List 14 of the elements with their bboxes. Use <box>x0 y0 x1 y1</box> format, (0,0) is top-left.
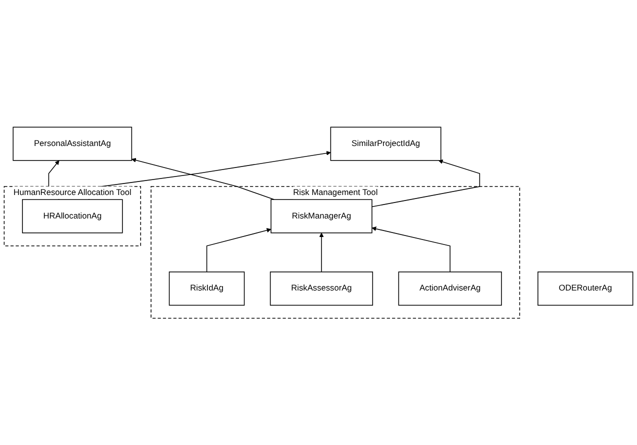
arrow <box>372 159 480 207</box>
diagram: HRAllocationAg ODERouterAg PersonalAssistantAg SimilarProjectIdAg RiskManagerAg RiskIdAg RiskAssessorAg ActionAdviserAg HumanResource Allocation Tool Risk Management Tool <box>0 122 637 322</box>
node-box <box>398 271 502 306</box>
node-box <box>22 198 123 234</box>
node-box <box>330 126 442 161</box>
node-box <box>538 271 634 306</box>
node-box <box>270 271 374 306</box>
node-box <box>270 198 372 234</box>
arrow <box>372 226 450 272</box>
arrow <box>206 228 272 272</box>
node-box <box>168 271 245 306</box>
arrow <box>131 158 274 200</box>
arrow <box>319 232 324 272</box>
node-box <box>12 126 132 161</box>
